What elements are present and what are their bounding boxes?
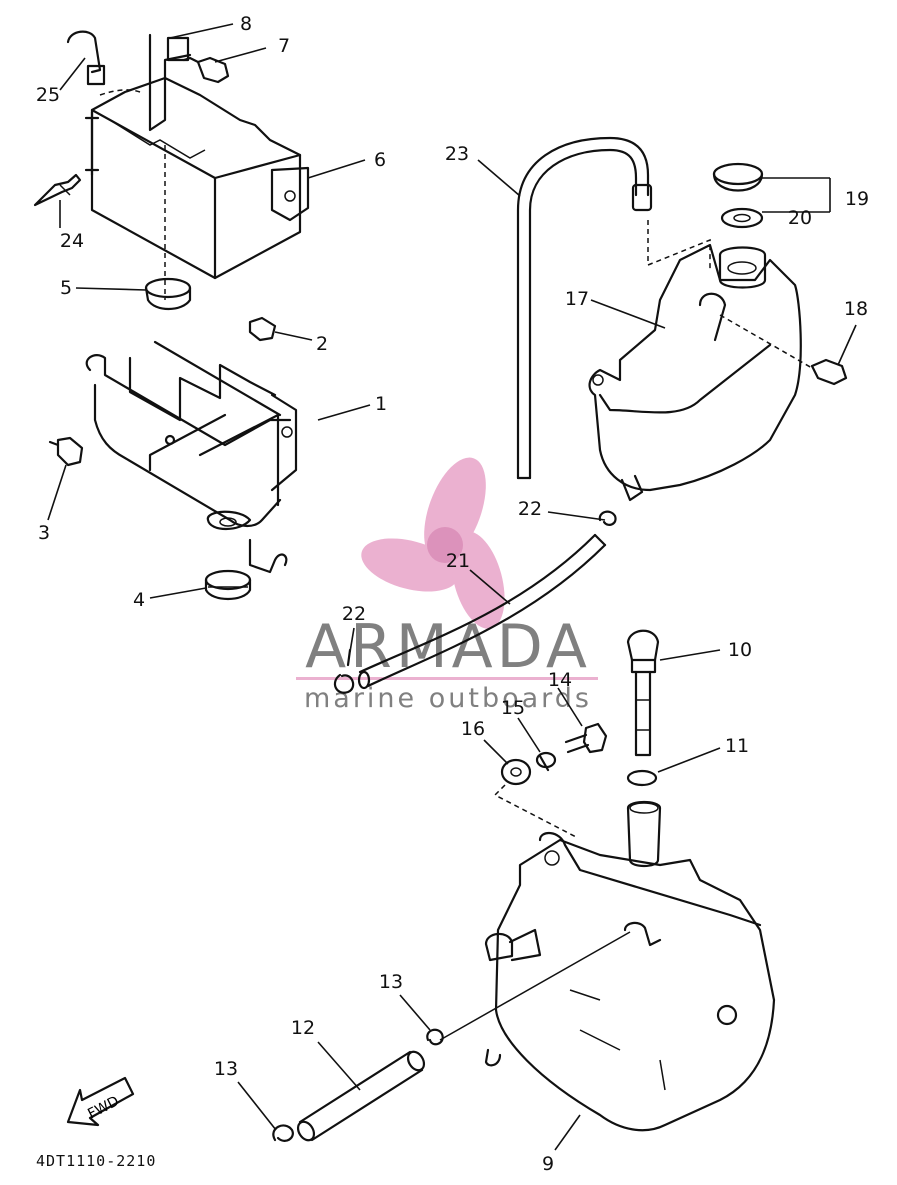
bolt-3 bbox=[48, 436, 84, 467]
callout-22b: 22 bbox=[342, 603, 366, 625]
hose-clip-lower bbox=[333, 648, 355, 694]
callout-5: 5 bbox=[60, 277, 72, 299]
strap-clip bbox=[66, 30, 106, 177]
clip-2 bbox=[248, 316, 277, 342]
fwd-label: FWD bbox=[85, 1093, 121, 1122]
battery-box bbox=[90, 33, 310, 300]
callout-10: 10 bbox=[728, 639, 752, 661]
grommet-5 bbox=[144, 277, 192, 311]
grommet-4 bbox=[204, 569, 252, 601]
callout-11: 11 bbox=[725, 735, 749, 757]
callout-2: 2 bbox=[316, 333, 328, 355]
leader-lines bbox=[47, 23, 857, 1151]
callout-24: 25 bbox=[36, 84, 60, 106]
callout-17: 17 bbox=[565, 288, 589, 310]
callout-23: 23 bbox=[445, 143, 469, 165]
callout-12: 12 bbox=[291, 1017, 315, 1039]
bolt-7 bbox=[182, 56, 230, 84]
callout-21: 21 bbox=[446, 550, 470, 572]
hose-clip-13a bbox=[272, 1124, 294, 1142]
battery-bracket bbox=[85, 340, 298, 574]
callout-15: 15 bbox=[501, 697, 525, 719]
callout-16: 16 bbox=[461, 718, 485, 740]
watermark-brand: ARMADA bbox=[305, 612, 591, 682]
callout-3: 3 bbox=[38, 522, 50, 544]
callout-20: 20 bbox=[788, 207, 812, 229]
callout-22a: 22 bbox=[518, 498, 542, 520]
watermark-rule bbox=[296, 677, 598, 680]
callout-1: 1 bbox=[375, 393, 387, 415]
callout-7: 7 bbox=[278, 35, 290, 57]
callout-19: 19 bbox=[845, 188, 869, 210]
hose-clip-upper bbox=[598, 510, 617, 526]
callout-6: 6 bbox=[374, 149, 386, 171]
callout-9: 9 bbox=[542, 1153, 554, 1175]
cap-seal bbox=[720, 207, 764, 229]
callout-labels: 8 7 25 6 24 5 2 1 3 4 23 19 20 17 18 22 … bbox=[36, 13, 869, 1175]
callout-8: 8 bbox=[240, 13, 252, 35]
return-hose bbox=[296, 931, 631, 1142]
callout-13b: 13 bbox=[214, 1058, 238, 1080]
breather-hose bbox=[516, 136, 711, 480]
callout-4: 4 bbox=[133, 589, 145, 611]
oil-tank bbox=[484, 800, 776, 1132]
callout-13a: 13 bbox=[379, 971, 403, 993]
pin bbox=[33, 173, 82, 207]
fwd-arrow-icon: FWD bbox=[66, 1076, 135, 1127]
hose-clip-13b bbox=[426, 1028, 444, 1046]
diagram-code: 4DT1110-2210 bbox=[36, 1152, 156, 1170]
bolt-14 bbox=[564, 722, 608, 754]
callout-14: 14 bbox=[548, 669, 572, 691]
callout-25: 24 bbox=[60, 230, 84, 252]
callout-18: 18 bbox=[844, 298, 868, 320]
tank-cap bbox=[712, 162, 764, 192]
bolt-18 bbox=[719, 314, 848, 386]
grommet-16 bbox=[493, 758, 579, 839]
propeller-logo-icon bbox=[361, 457, 505, 629]
o-ring bbox=[626, 769, 658, 787]
connector-hose bbox=[357, 533, 607, 690]
collar-15 bbox=[535, 751, 557, 772]
dipstick bbox=[626, 629, 660, 757]
sub-tank bbox=[588, 243, 802, 502]
